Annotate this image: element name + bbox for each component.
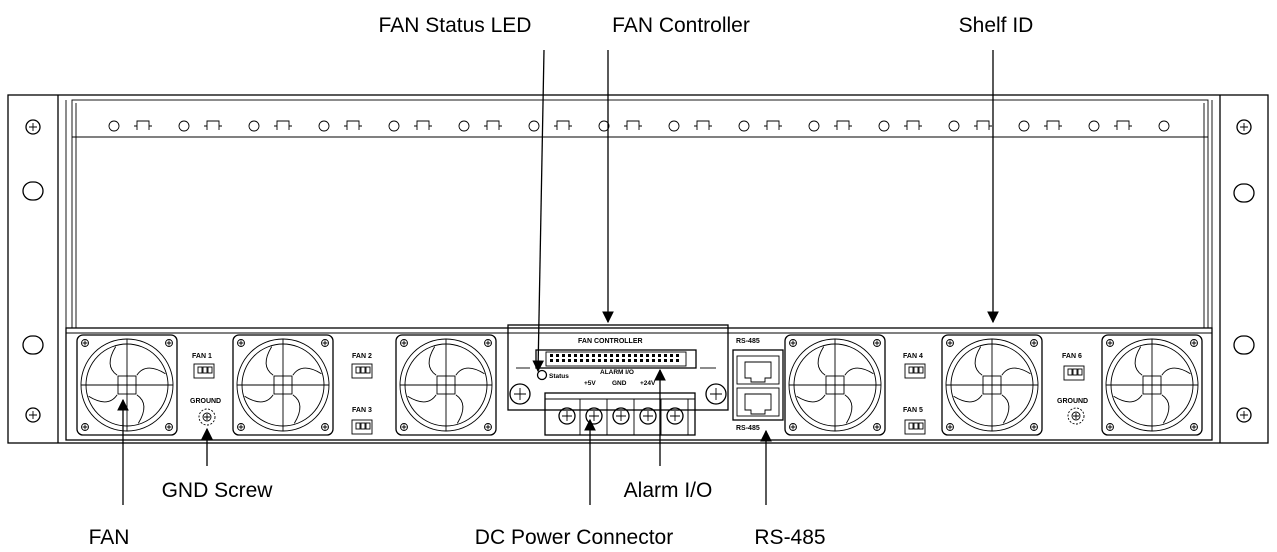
rail-hole: [598, 120, 610, 132]
status-label: Status: [549, 373, 569, 380]
label-shelf-id: Shelf ID: [959, 14, 1034, 37]
rail-hole: [668, 120, 680, 132]
fan5-label: FAN 5: [903, 407, 923, 414]
rail-clip: [204, 120, 222, 130]
rack-ear-right: [1233, 119, 1255, 423]
rack-ear-left: [22, 119, 44, 423]
fan1-connector: FAN 1: [192, 353, 215, 379]
fan3-connector: FAN 3: [351, 407, 373, 435]
rail-clip: [134, 120, 152, 130]
fan-module: [784, 334, 886, 436]
rail-hole: [178, 120, 190, 132]
fan6-label: FAN 6: [1062, 353, 1082, 360]
fan-connectors: FAN 1 FAN 2 FAN 3 FAN 4 FAN 5 FAN 6: [192, 353, 1085, 435]
rail-clip: [484, 120, 502, 130]
label-gnd-screw: GND Screw: [162, 479, 274, 502]
label-rs485: RS-485: [754, 526, 825, 549]
label-fan-controller: FAN Controller: [612, 14, 750, 37]
chassis-frame: [7, 94, 1269, 444]
fan-module: [76, 334, 178, 436]
fan1-label: FAN 1: [192, 353, 212, 360]
rs485-bottom-label: RS-485: [736, 425, 760, 432]
rail-hole: [388, 120, 400, 132]
fan-module: [1101, 334, 1203, 436]
alarm-io-board-label: ALARM I/O: [600, 369, 634, 376]
rail-hole: [1018, 120, 1030, 132]
rail-hole: [878, 120, 890, 132]
fan6-connector: FAN 6: [1062, 353, 1085, 381]
label-fan-status-led: FAN Status LED: [379, 14, 532, 37]
label-dc-power-connector: DC Power Connector: [475, 526, 673, 549]
rail-clip: [834, 120, 852, 130]
fan5-connector: FAN 5: [903, 407, 926, 435]
label-alarm-io: Alarm I/O: [624, 479, 713, 502]
fan-module: [232, 334, 334, 436]
arrow-fan-status-led: [532, 49, 545, 373]
db-connector-pins: [550, 354, 679, 362]
rail-hole: [528, 120, 540, 132]
fan-modules: [76, 334, 1203, 436]
fan4-label: FAN 4: [903, 353, 923, 360]
callout-labels: FAN Status LED FAN Controller Shelf ID G…: [89, 14, 1034, 549]
rail-clip: [974, 120, 992, 130]
terminal-block: [558, 399, 689, 435]
card-guide-rail: [108, 120, 1170, 132]
rs485-top-label: RS-485: [736, 338, 760, 345]
rail-hole: [1088, 120, 1100, 132]
rail-hole: [318, 120, 330, 132]
fan-controller-board-label: FAN CONTROLLER: [578, 338, 643, 345]
plus24v-label: +24V: [640, 380, 656, 387]
callout-arrows: [117, 49, 999, 505]
fan-module: [941, 334, 1043, 436]
rail-clip: [414, 120, 432, 130]
rail-clip: [344, 120, 362, 130]
rail-clip: [554, 120, 572, 130]
rail-hole: [738, 120, 750, 132]
ground-screws: GROUND GROUND: [190, 398, 1088, 426]
fan-module: [395, 334, 497, 436]
rail-hole: [808, 120, 820, 132]
rail-hole: [1158, 120, 1170, 132]
status-led: [536, 369, 548, 381]
rail-clip: [764, 120, 782, 130]
ground-left-label: GROUND: [190, 398, 221, 405]
rail-hole: [108, 120, 120, 132]
fan3-label: FAN 3: [352, 407, 372, 414]
rail-clip: [624, 120, 642, 130]
rail-clip: [904, 120, 922, 130]
rail-clip: [694, 120, 712, 130]
rail-clip: [274, 120, 292, 130]
rail-clip: [1114, 120, 1132, 130]
rail-clip: [1044, 120, 1062, 130]
rail-hole: [948, 120, 960, 132]
rail-hole: [458, 120, 470, 132]
ground-right-label: GROUND: [1057, 398, 1088, 405]
plus5v-label: +5V: [584, 380, 596, 387]
rs485-ports: RS-485 RS-485: [732, 338, 784, 432]
label-fan: FAN: [89, 526, 130, 549]
rail-hole: [248, 120, 260, 132]
fan4-connector: FAN 4: [903, 353, 926, 379]
fan2-label: FAN 2: [352, 353, 372, 360]
fan2-connector: FAN 2: [351, 353, 373, 379]
gnd-label: GND: [612, 380, 627, 387]
fan-controller-board: FAN CONTROLLER Status ALARM I/O +5V GND …: [507, 324, 729, 436]
